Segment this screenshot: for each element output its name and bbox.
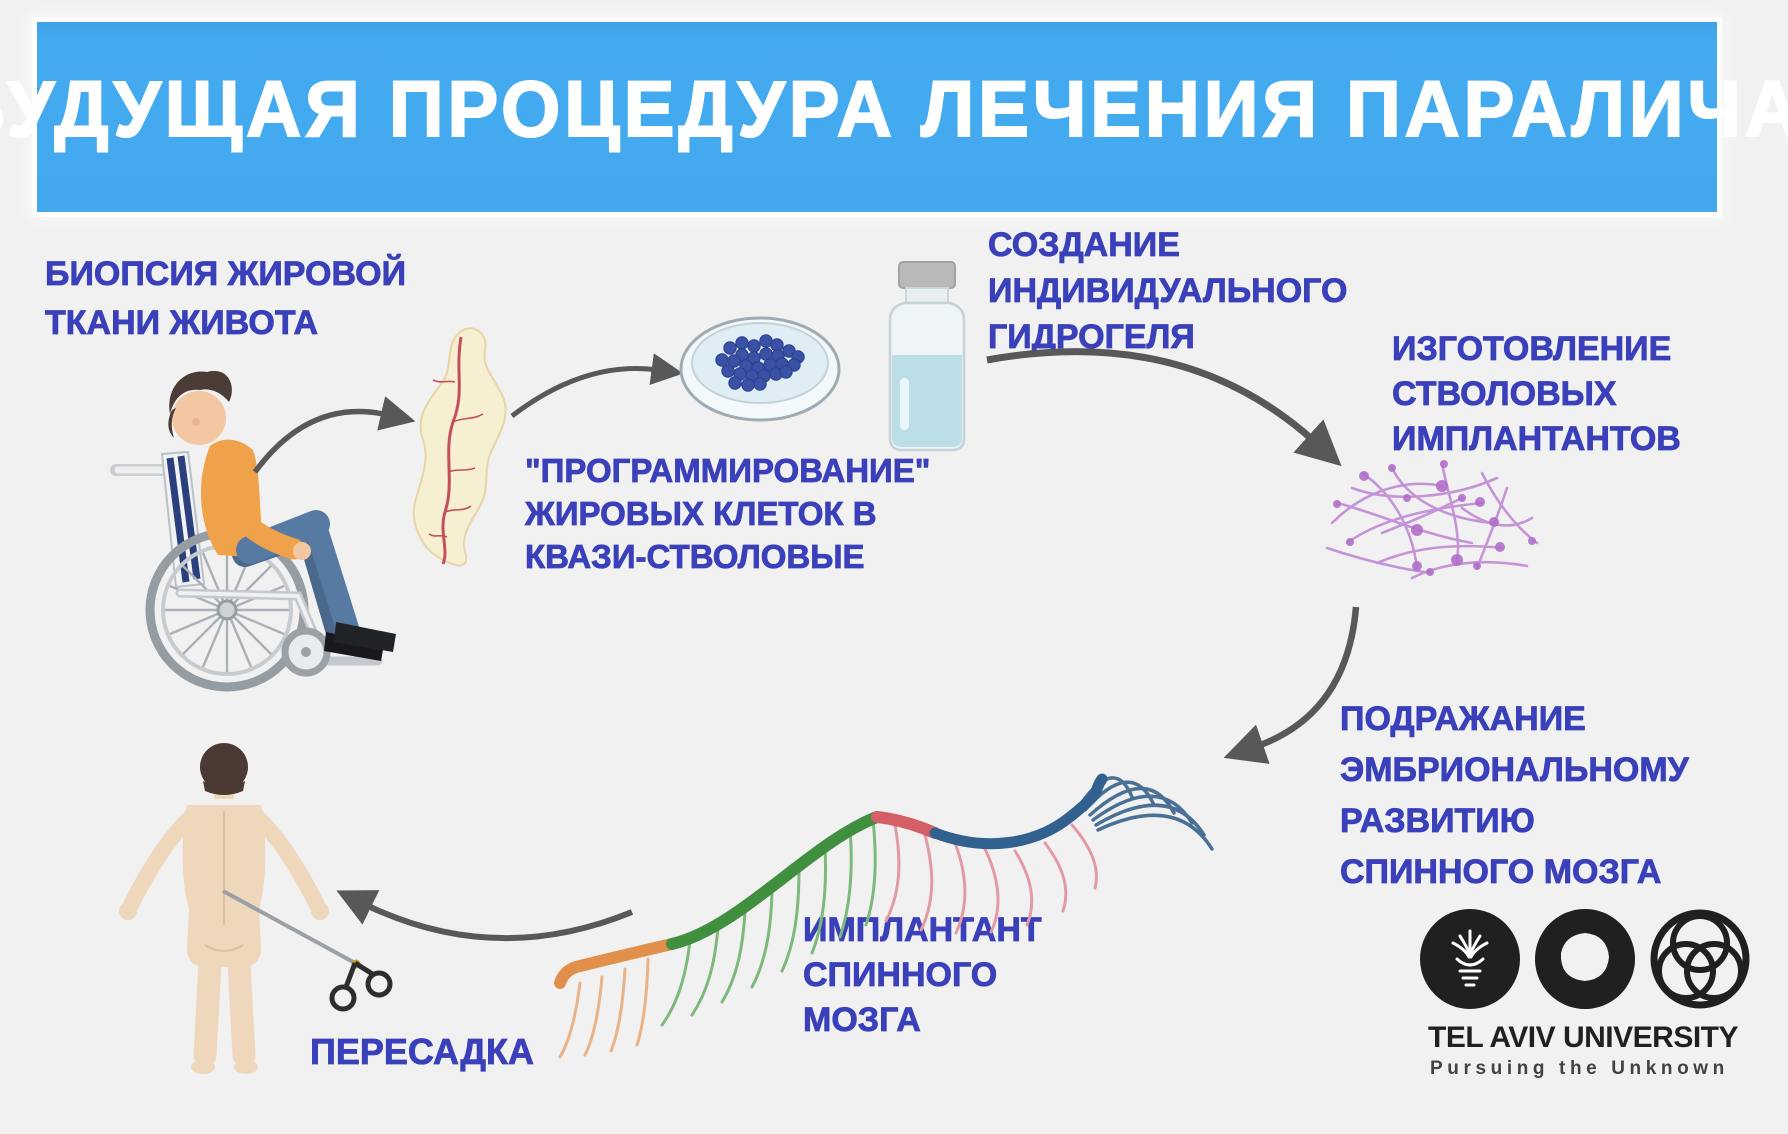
tau-logo-name: TEL AVIV UNIVERSITY — [1428, 1021, 1739, 1054]
biopsy-label: БИОПСИЯ ЖИРОВОЙ ТКАНИ ЖИВОТА — [45, 255, 407, 343]
transplant-label: ПЕРЕСАДКА — [310, 1031, 535, 1073]
tau-logo-circles-icon — [1420, 909, 1750, 1009]
arrow-tissue-to-petri-icon — [500, 352, 684, 430]
spinal-implant-illustration — [540, 725, 1220, 1070]
fat-tissue-illustration — [403, 322, 518, 587]
implant-label: ИМПЛАНТАНТ СПИННОГО МОЗГА — [803, 911, 1042, 1040]
wheelchair-patient-illustration — [110, 358, 410, 708]
petri-dish-illustration — [678, 308, 843, 430]
title-banner: БУДУЩАЯ ПРОЦЕДУРА ЛЕЧЕНИЯ ПАРАЛИЧА — [0, 22, 1788, 212]
page-title: БУДУЩАЯ ПРОЦЕДУРА ЛЕЧЕНИЯ ПАРАЛИЧА — [0, 64, 1788, 154]
tau-logo-tagline: Pursuing the Unknown — [1430, 1058, 1729, 1079]
tau-logo: TEL AVIV UNIVERSITY Pursuing the Unknown — [1415, 903, 1750, 1098]
hydrogel-label: СОЗДАНИЕ ИНДИВИДУАЛЬНОГО ГИДРОГЕЛЯ — [988, 226, 1348, 357]
hydrogel-bottle-illustration — [878, 260, 978, 455]
arrow-biopsy-to-tissue-icon — [240, 395, 416, 490]
arrow-hydrogel-to-network-icon — [975, 322, 1345, 472]
stem-cell-network-illustration — [1322, 448, 1552, 596]
implants-label: ИЗГОТОВЛЕНИЕ СТВОЛОВЫХ ИМПЛАНТАНТОВ — [1392, 330, 1682, 459]
mimicry-label: ПОДРАЖАНИЕ ЭМБРИОНАЛЬНОМУ РАЗВИТИЮ СПИНН… — [1340, 700, 1690, 892]
arrow-network-to-mimicry-icon — [1223, 595, 1370, 770]
programming-label: "ПРОГРАММИРОВАНИЕ" ЖИРОВЫХ КЛЕТОК В КВАЗ… — [525, 452, 931, 576]
body-surgery-illustration — [115, 733, 405, 1093]
arrow-implant-to-body-icon — [336, 878, 650, 978]
